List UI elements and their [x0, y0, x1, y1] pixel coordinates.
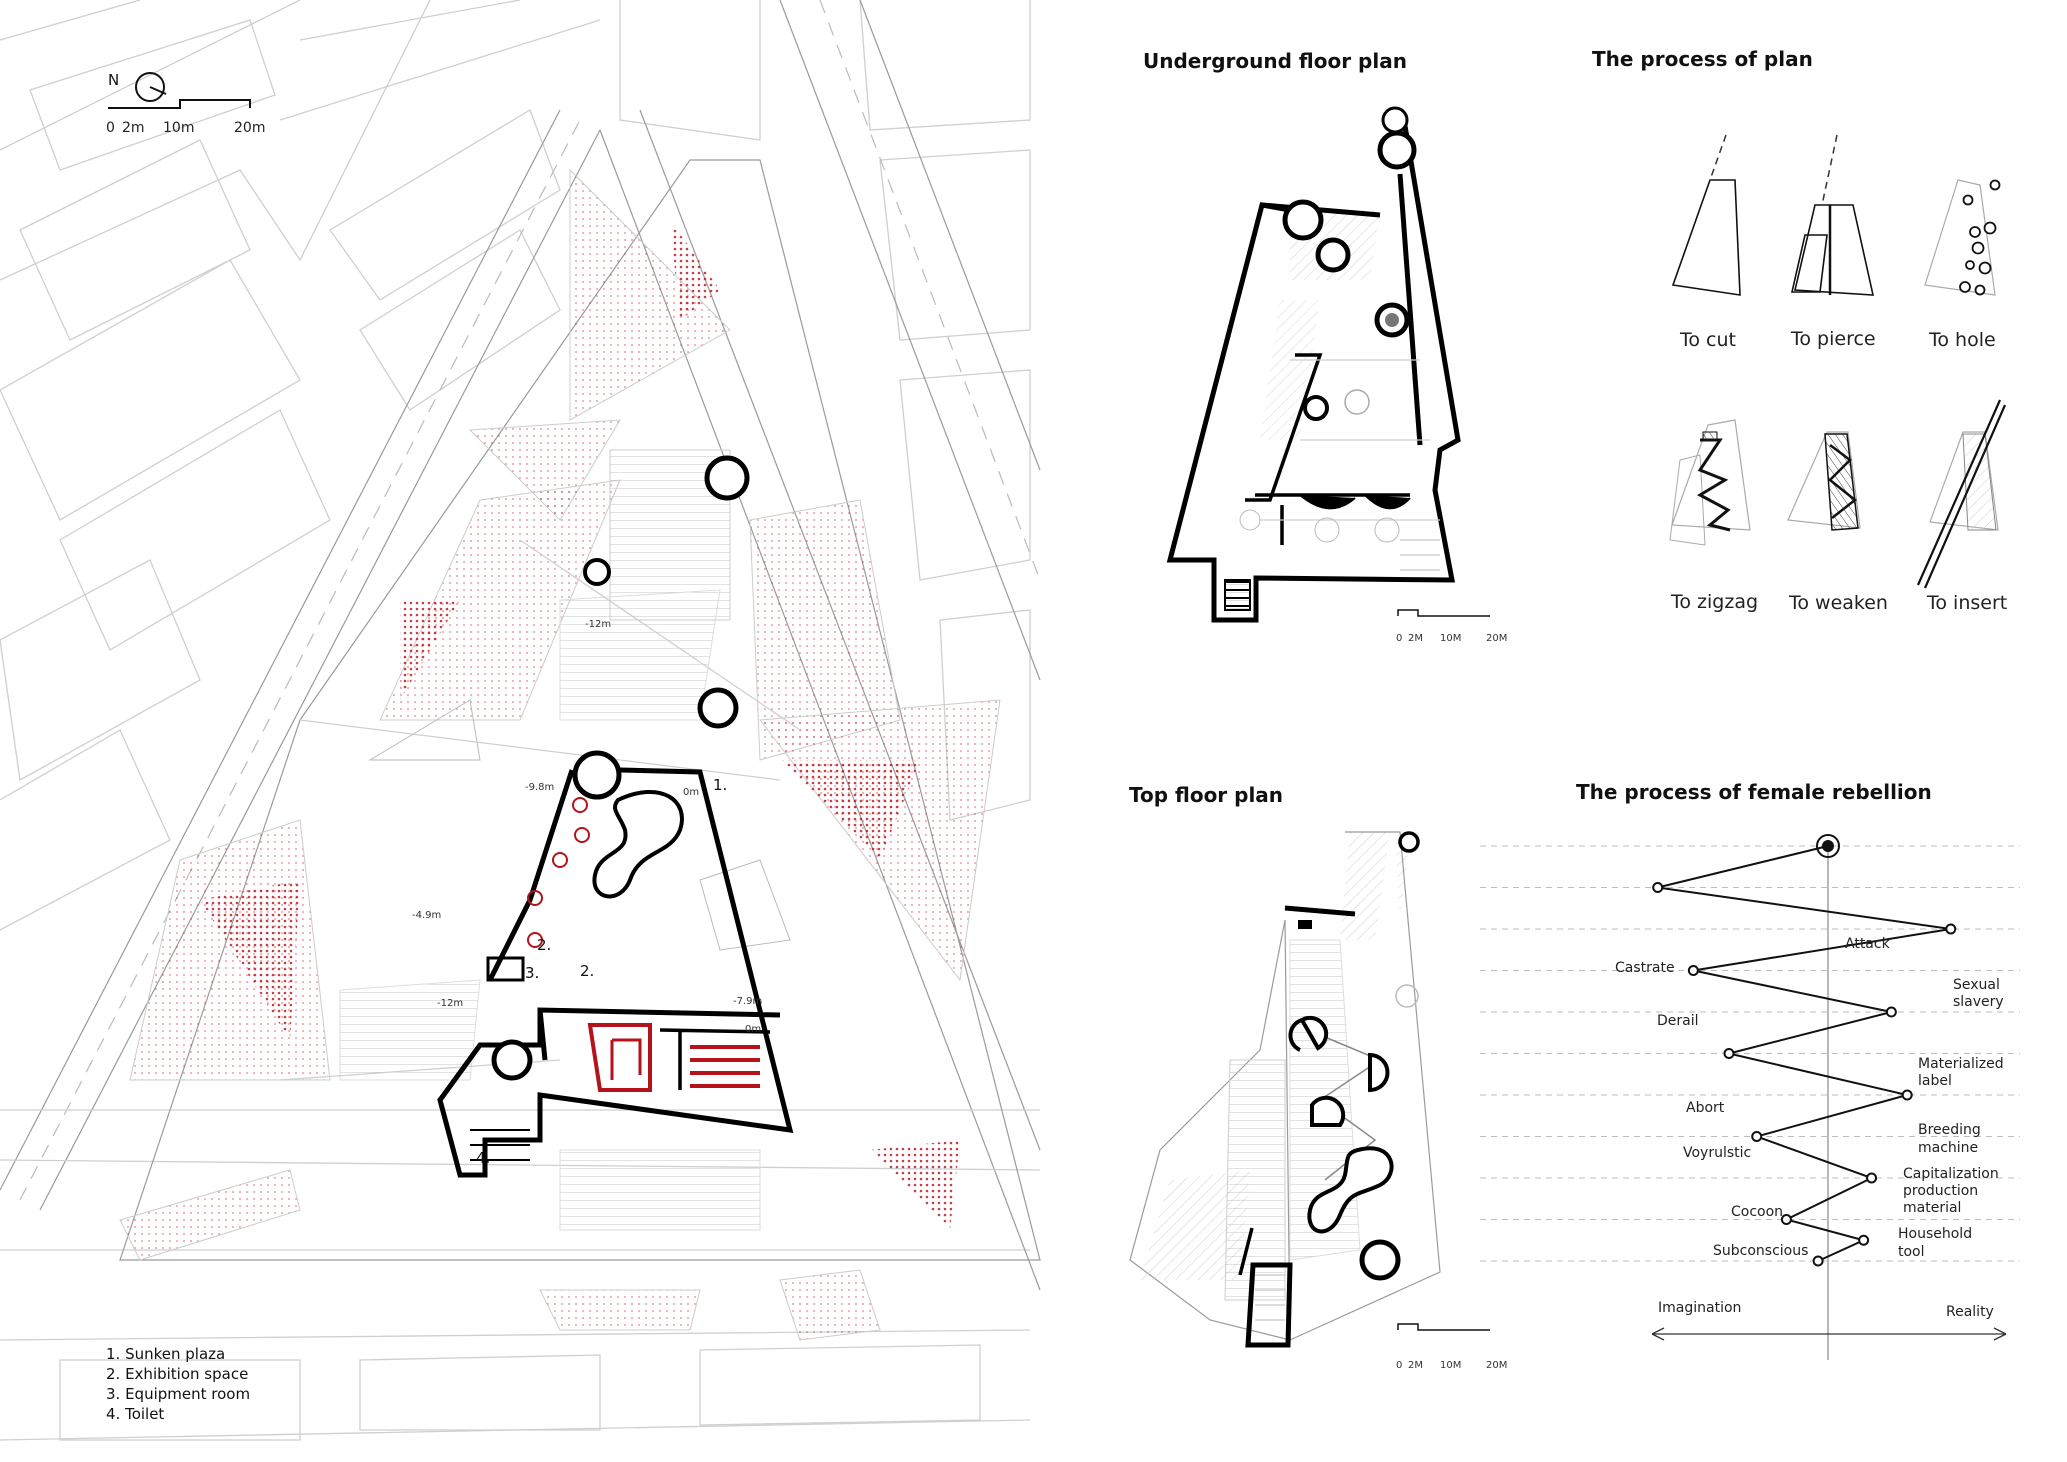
step-zigzag-icon — [1669, 419, 1751, 546]
rebellion-point — [1687, 965, 1699, 976]
underground-title: Underground floor plan — [1143, 49, 1407, 73]
label-exhibition-num-2: 2. — [580, 962, 594, 980]
process-plan-title: The process of plan — [1592, 47, 1813, 71]
elev-5: -12m — [437, 998, 463, 1009]
site-scale-2m: 2m — [122, 120, 145, 136]
step-insert-icon — [1916, 399, 2007, 589]
horizontal-axis — [1651, 1327, 2007, 1341]
step-insert-label: To insert — [1926, 592, 2007, 614]
step-pierce-icon — [1790, 134, 1875, 296]
site-plan: N 0 2m 10m 20m 1. 2. 3. 2. 4. -12m 0m -9… — [0, 0, 1041, 1441]
rebellion-point — [1780, 1214, 1792, 1225]
rebellion-point — [1858, 1234, 1870, 1246]
site-annotations: 1. 2. 3. 2. 4. -12m 0m -9.8m -4.9m -12m … — [412, 619, 762, 1167]
apex-outer-ring — [1816, 834, 1840, 858]
park — [119, 159, 1041, 1341]
label-cocoon: Cocoon — [1731, 1204, 1783, 1220]
step-weaken-icon — [1787, 431, 1861, 531]
legend-3: 3. Equipment room — [106, 1385, 250, 1403]
label-castrate: Castrate — [1615, 960, 1675, 976]
tf-scale-0: 0 — [1396, 1360, 1402, 1371]
tf-scale-20m: 20M — [1486, 1360, 1507, 1371]
elev-1: -12m — [585, 619, 611, 630]
ug-scale-20m: 20M — [1486, 633, 1507, 644]
label-toilet-num: 4. — [476, 1149, 490, 1167]
city-blocks — [0, 0, 1031, 1441]
label-equipment-num: 3. — [525, 964, 539, 982]
label-derail: Derail — [1657, 1013, 1699, 1029]
legend-2: 2. Exhibition space — [106, 1365, 248, 1383]
label-exhibition-num: 2. — [537, 936, 551, 954]
legend-4: 4. Toilet — [106, 1405, 164, 1423]
rebellion-point — [1866, 1172, 1878, 1184]
legend-1: 1. Sunken plaza — [106, 1345, 225, 1363]
step-hole-label: To hole — [1928, 329, 1996, 351]
step-cut-label: To cut — [1679, 329, 1736, 351]
rebellion-point — [1945, 923, 1957, 935]
rebellion-point — [1885, 1006, 1897, 1018]
rebellion-chart: The process of female rebellion Attack I… — [1480, 780, 2020, 1360]
step-hole-icon — [1924, 179, 2001, 296]
site-building — [437, 455, 794, 1178]
step-pierce-label: To pierce — [1790, 328, 1876, 350]
label-voyrulstic: Voyrulstic — [1683, 1145, 1751, 1161]
rebellion-point — [1652, 882, 1664, 893]
axis-left-label: Imagination — [1658, 1300, 1741, 1316]
ug-scale-0: 0 — [1396, 633, 1402, 644]
rebellion-point — [1901, 1089, 1913, 1101]
site-scale-20m: 20m — [234, 120, 265, 136]
rebellion-point — [1812, 1255, 1824, 1267]
elev-7: 0m — [745, 1024, 761, 1035]
guide-lines — [1480, 845, 2020, 1262]
elev-2: 0m — [683, 787, 699, 798]
site-north-arrow: N 0 2m 10m 20m — [106, 71, 265, 136]
elev-6: -7.9m — [733, 996, 762, 1007]
label-sunken-plaza-num: 1. — [713, 776, 727, 794]
north-label: N — [108, 71, 119, 89]
roads — [0, 0, 1041, 1291]
elev-3: -9.8m — [525, 782, 554, 793]
rebellion-path — [1657, 845, 1951, 1262]
rebellion-point — [1723, 1048, 1735, 1059]
step-zigzag-label: To zigzag — [1670, 591, 1758, 613]
site-scale-10m: 10m — [163, 120, 194, 136]
elev-4: -4.9m — [412, 910, 441, 921]
process-of-plan: The process of plan — [1592, 47, 2007, 614]
attack-label: Attack — [1845, 936, 1891, 952]
step-weaken-label: To weaken — [1788, 592, 1888, 614]
rebellion-point — [1822, 840, 1834, 852]
tf-scale-2m: 2M — [1408, 1360, 1423, 1371]
rebellion-point — [1751, 1131, 1763, 1142]
label-abort: Abort — [1686, 1100, 1725, 1116]
ug-scale-10m: 10M — [1440, 633, 1461, 644]
step-cut-icon — [1671, 134, 1741, 296]
top-floor-plan: Top floor plan 0 2M 10M 20M — [1129, 783, 1507, 1371]
underground-plan: Underground floor plan 0 2M 10M 20M — [1143, 49, 1507, 644]
site-legend: 1. Sunken plaza 2. Exhibition space 3. E… — [106, 1345, 250, 1423]
tf-scale-10m: 10M — [1440, 1360, 1461, 1371]
rebellion-title: The process of female rebellion — [1576, 780, 1932, 804]
axis-right-label: Reality — [1946, 1304, 1994, 1320]
label-subconscious: Subconscious — [1713, 1243, 1808, 1259]
top-floor-title: Top floor plan — [1129, 783, 1283, 807]
rebellion-points — [1652, 840, 1957, 1267]
ug-scale-2m: 2M — [1408, 633, 1423, 644]
site-scale-0: 0 — [106, 120, 115, 136]
